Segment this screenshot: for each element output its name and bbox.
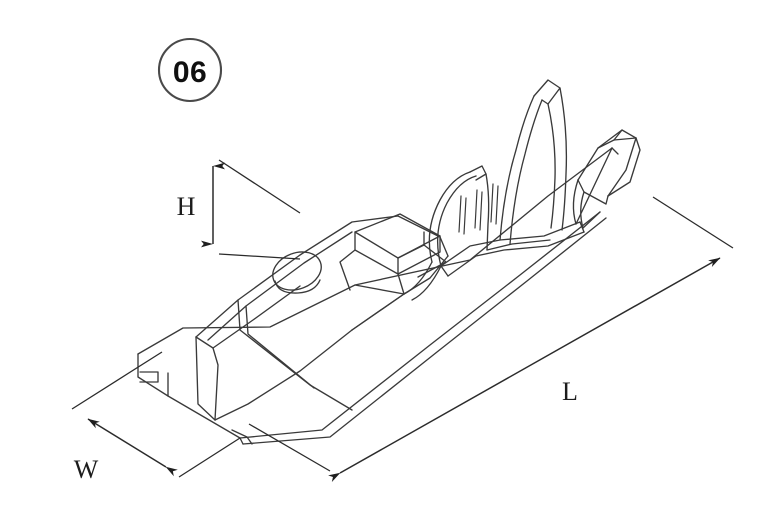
width-dimension-line: [87, 418, 178, 477]
dimension-height: H: [177, 159, 301, 260]
width-dimension-label: W: [74, 455, 99, 484]
dimension-length: L: [248, 196, 734, 482]
blade-dimple: [272, 251, 322, 294]
width-extension-line-right: [178, 437, 241, 478]
length-extension-line-near: [248, 423, 331, 472]
item-number-circle: [157, 37, 223, 103]
insulation-crimp-wing: [572, 129, 641, 229]
length-dimension-line: [328, 257, 721, 482]
height-dimension-label: H: [177, 192, 196, 221]
wire-crimp-right-wing: [499, 79, 568, 245]
length-extension-line-far: [652, 196, 734, 249]
item-number-label: 06: [173, 56, 207, 89]
terminal-rear-end: [575, 147, 619, 229]
item-number-tag: 06: [157, 37, 223, 103]
wire-crimp-left-wing: [428, 165, 490, 267]
oval-dimple-outer: [272, 251, 322, 291]
height-extension-line-top: [218, 159, 301, 214]
width-extension-line-left: [71, 351, 163, 410]
crimp-serrations: [458, 183, 499, 235]
length-dimension-label: L: [562, 377, 578, 406]
dimension-width: W: [71, 351, 241, 484]
height-extension-line-bottom: [218, 253, 301, 260]
oval-dimple-inner: [274, 279, 321, 294]
